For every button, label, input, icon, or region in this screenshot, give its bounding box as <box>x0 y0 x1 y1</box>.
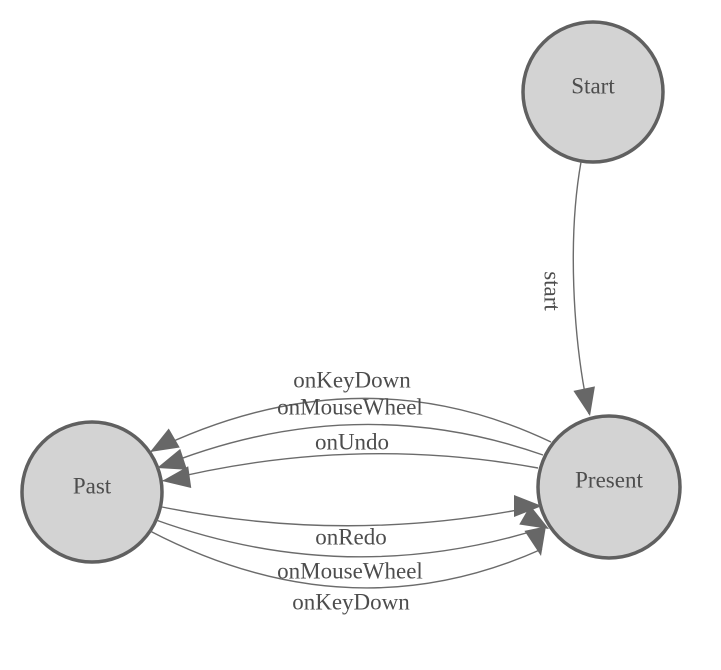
arrowhead-icon <box>514 495 542 517</box>
state-label-present: Present <box>575 468 643 493</box>
edge-present-past-onundo[interactable]: onUndo <box>160 430 539 492</box>
arrowhead-icon <box>150 428 180 452</box>
edge-path[interactable] <box>161 505 539 527</box>
edge-path[interactable] <box>161 453 539 482</box>
arrowhead-icon <box>162 466 192 488</box>
arrowhead-icon <box>524 526 546 556</box>
edge-path[interactable] <box>149 397 552 453</box>
edge-label-onredo: onRedo <box>315 525 387 550</box>
edge-past-present-onredo[interactable]: onRedo <box>161 495 542 550</box>
state-circle-start[interactable] <box>521 20 665 164</box>
arrowhead-icon <box>573 386 595 416</box>
edge-label-onkeydown-bottom: onKeyDown <box>292 590 410 615</box>
edge-label-onundo: onUndo <box>315 430 389 455</box>
edge-label-onmousewheel-top: onMouseWheel <box>277 395 423 420</box>
edge-past-present-onmousewheel[interactable]: onMouseWheel <box>155 505 555 584</box>
edge-present-past-onmousewheel[interactable]: onMouseWheel <box>154 395 544 479</box>
arrowhead-icon <box>519 505 549 529</box>
edge-path[interactable] <box>155 519 547 558</box>
edge-path[interactable] <box>156 423 544 469</box>
edge-present-past-onkeydown[interactable]: onKeyDown <box>145 368 552 462</box>
edge-label-onkeydown-top: onKeyDown <box>293 368 411 393</box>
edge-path[interactable] <box>149 530 543 589</box>
edge-label-start: start <box>540 271 565 311</box>
edge-label-onmousewheel-bottom: onMouseWheel <box>277 559 423 584</box>
state-circle-past[interactable] <box>20 420 164 564</box>
arrowhead-icon <box>157 448 188 470</box>
edge-start-present[interactable]: start <box>540 161 601 418</box>
edge-past-present-onkeydown[interactable]: onKeyDown <box>149 526 552 615</box>
edge-path[interactable] <box>572 161 590 415</box>
state-circle-present[interactable] <box>536 414 682 560</box>
state-label-past: Past <box>73 474 112 499</box>
state-node-past[interactable] <box>20 420 164 564</box>
state-label-start: Start <box>571 74 615 99</box>
state-node-start[interactable]: Start <box>521 20 665 164</box>
state-node-present[interactable] <box>536 414 682 560</box>
